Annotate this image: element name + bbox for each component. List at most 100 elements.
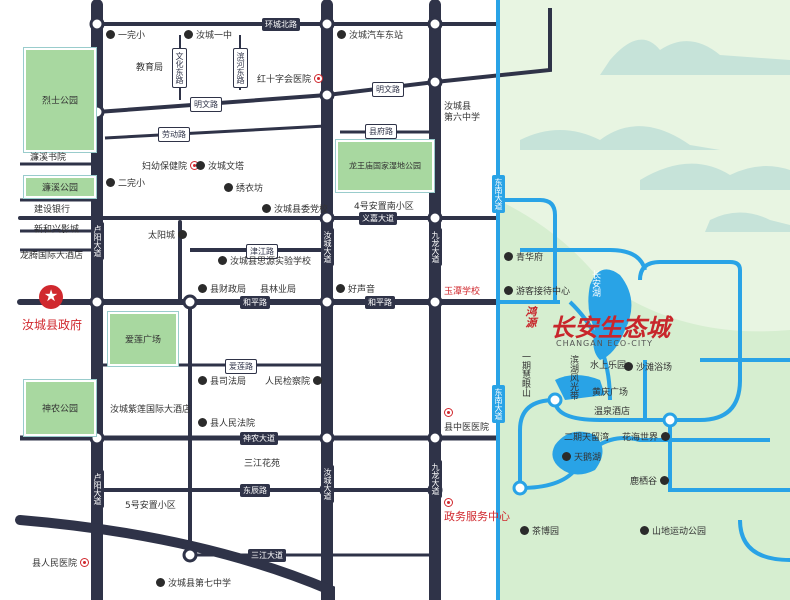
- road-jiulong-north: 九龙大道: [429, 228, 442, 266]
- road-dongxin: 东辰路: [240, 484, 270, 497]
- poi-no6-middle[interactable]: 汝城县 第六中学: [444, 102, 481, 123]
- park2-label: 滨湖风光带: [568, 355, 578, 400]
- government-icon: [198, 284, 207, 293]
- poi-maternity-hospital[interactable]: 妇幼保健院: [142, 161, 202, 173]
- hospital-icon: [444, 408, 453, 417]
- road-mingwen-west: 明文路: [190, 97, 222, 112]
- poi-siyuan-school[interactable]: 汝城县思源实验学校: [218, 256, 311, 268]
- road-huancheng-north: 环城北路: [262, 18, 300, 31]
- road-shennong: 神农大道: [240, 432, 278, 445]
- mountain-decoration: [520, 39, 790, 232]
- poi-tcm-hospital[interactable]: 县中医医院: [444, 408, 489, 433]
- location-pin-icon: [106, 30, 115, 39]
- school-icon: [106, 178, 115, 187]
- road-yizhen: 义嘉大道: [359, 212, 397, 225]
- government-label: 汝城县政府: [22, 318, 83, 332]
- lake-label: 长安湖: [590, 270, 600, 297]
- beach-icon: [624, 362, 633, 371]
- poi-swan-lake[interactable]: 天鹅湖: [562, 452, 601, 464]
- poi-cinema[interactable]: 新和兴影城: [34, 225, 80, 235]
- landmark-icon: [196, 161, 205, 170]
- poi-beach[interactable]: 沙滩浴场: [624, 362, 672, 374]
- poi-yutan-school[interactable]: 玉潭学校: [444, 287, 481, 297]
- poi-people-hospital[interactable]: 县人民医院: [32, 558, 92, 570]
- road-sanjiang: 三江大道: [248, 549, 286, 562]
- road-heping-west: 和平路: [240, 296, 270, 309]
- music-icon: [336, 284, 345, 293]
- brand-logo: 长安生态城: [550, 313, 670, 342]
- hospital-icon: [80, 558, 90, 567]
- poi-ccb[interactable]: 建设银行: [34, 205, 71, 215]
- poi-no7-middle[interactable]: 汝城县第七中学: [156, 578, 231, 590]
- road-aiwan: 爱莲路: [225, 359, 257, 374]
- road-binhe: 滨河东路: [233, 48, 248, 88]
- school-icon: [156, 578, 165, 587]
- road-mingwen-east: 明文路: [372, 82, 404, 97]
- poi-sanjiang-huayuan[interactable]: 三江花苑: [244, 459, 281, 469]
- poi-procuratorate[interactable]: 人民检察院: [265, 376, 325, 388]
- poi-resettle-5[interactable]: 5号安置小区: [125, 501, 176, 511]
- poi-flower-world[interactable]: 花海世界: [622, 432, 673, 444]
- longwang-park: 龙王庙国家湿地公园: [336, 140, 434, 192]
- school-icon: [184, 30, 193, 39]
- poi-rucheng-yizhong[interactable]: 汝城一中: [184, 30, 232, 42]
- poi-tianliu-bay[interactable]: 二期天留湾: [564, 433, 610, 443]
- government-star-icon[interactable]: ★: [39, 285, 63, 309]
- road-laodong: 劳动路: [158, 127, 190, 142]
- lake-shapes: [552, 269, 632, 475]
- poi-water-park[interactable]: 水上乐园: [590, 361, 627, 371]
- road-rucheng-south: 汝城大道: [321, 465, 334, 503]
- poi-finance-bureau[interactable]: 县财政局: [198, 284, 246, 296]
- road-heping-east: 和平路: [365, 296, 395, 309]
- tea-icon: [520, 526, 529, 535]
- poi-erwanxiao[interactable]: 二完小: [106, 178, 145, 190]
- swan-icon: [562, 452, 571, 461]
- road-xiangyuan: 县府路: [365, 124, 397, 139]
- poi-zilian-hotel[interactable]: 汝城紫莲国际大酒店: [110, 405, 192, 415]
- poi-visitor-center[interactable]: 游客接待中心: [504, 286, 570, 298]
- poi-tea-expo[interactable]: 茶博园: [520, 526, 559, 538]
- residence-icon: [504, 252, 513, 261]
- poi-court[interactable]: 县人民法院: [198, 418, 255, 430]
- poi-sun-city[interactable]: 太阳城: [148, 230, 190, 242]
- road-dongnan-north: 东南大道: [492, 175, 505, 213]
- eco-city-roads: [496, 0, 790, 600]
- road-jinjiang: 津江路: [246, 244, 278, 259]
- poi-qinghua-fu[interactable]: 青华府: [504, 252, 543, 264]
- government-icon: [313, 376, 323, 385]
- poi-luqi-valley[interactable]: 鹿栖谷: [630, 476, 672, 488]
- poi-huangqing-square[interactable]: 黄庆广场: [592, 388, 629, 398]
- aiwan-square: 爱莲广场: [108, 312, 178, 366]
- deer-icon: [660, 476, 670, 485]
- poi-lianxi-academy[interactable]: 濂溪书院: [30, 153, 67, 163]
- info-icon: [504, 286, 513, 295]
- hospital-icon: [314, 74, 324, 83]
- poi-gov-service-center[interactable]: 政务服务中心: [444, 497, 510, 523]
- poi-spa-hotel[interactable]: 温泉酒店: [594, 407, 631, 417]
- government-icon: [444, 498, 453, 507]
- road-rucheng-north: 汝城大道: [321, 228, 334, 266]
- poi-red-cross-hospital[interactable]: 红十字会医院: [257, 74, 326, 86]
- poi-yiwanxiao[interactable]: 一完小: [106, 30, 145, 42]
- road-dongnan-south: 东南大道: [492, 385, 505, 423]
- brand-english: CHANGAN ECO-CITY: [556, 339, 654, 348]
- government-icon: [198, 418, 207, 427]
- poi-mountain-sports-park[interactable]: 山地运动公园: [640, 526, 706, 538]
- road-jiulong-south: 九龙大道: [429, 460, 442, 498]
- road-luyang-south: 卢阳大道: [91, 470, 104, 508]
- poi-wenta[interactable]: 汝城文塔: [196, 161, 244, 173]
- park1-label: 一期慧眼山: [520, 352, 530, 397]
- poi-forestry-bureau[interactable]: 县林业局: [260, 285, 297, 295]
- eco-junctions: [512, 392, 678, 496]
- poi-justice-bureau[interactable]: 县司法局: [198, 376, 246, 388]
- poi-xiuyifang[interactable]: 绣衣坊: [224, 183, 263, 195]
- poi-haoshengyin[interactable]: 好声音: [336, 284, 375, 296]
- poi-party-school[interactable]: 汝城县委党校: [262, 204, 328, 216]
- flower-icon: [661, 432, 671, 441]
- poi-bus-station[interactable]: 汝城汽车东站: [337, 30, 403, 42]
- poi-education-bureau[interactable]: 教育局: [136, 63, 164, 73]
- poi-resettle-4[interactable]: 4号安置南小区: [354, 202, 414, 212]
- poi-hotel-longteng[interactable]: 龙腾国际大酒店: [20, 251, 84, 261]
